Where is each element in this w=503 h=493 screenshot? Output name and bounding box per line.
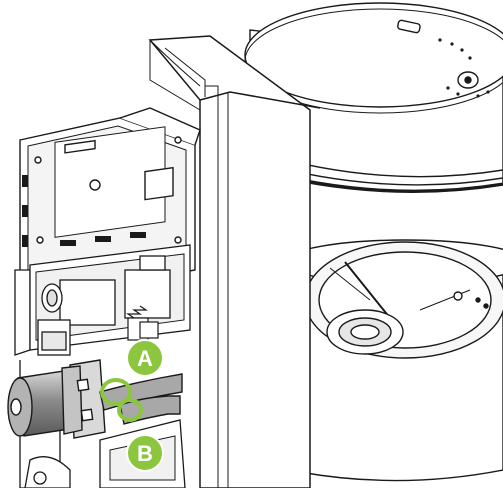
- tube-fitting: [126, 305, 159, 341]
- callout-a-ring: [100, 378, 132, 406]
- callout-a-label: A: [137, 346, 153, 371]
- callout-b-badge: [126, 434, 164, 472]
- callout-a-badge: [126, 339, 164, 377]
- lower-bowl: [284, 239, 503, 482]
- callout-rings: [100, 378, 143, 422]
- callout-b: B: [126, 434, 164, 472]
- callout-b-ring: [117, 398, 143, 422]
- callout-a: A: [126, 339, 164, 377]
- pump-motor: [7, 359, 106, 439]
- callout-b-label: B: [137, 441, 153, 466]
